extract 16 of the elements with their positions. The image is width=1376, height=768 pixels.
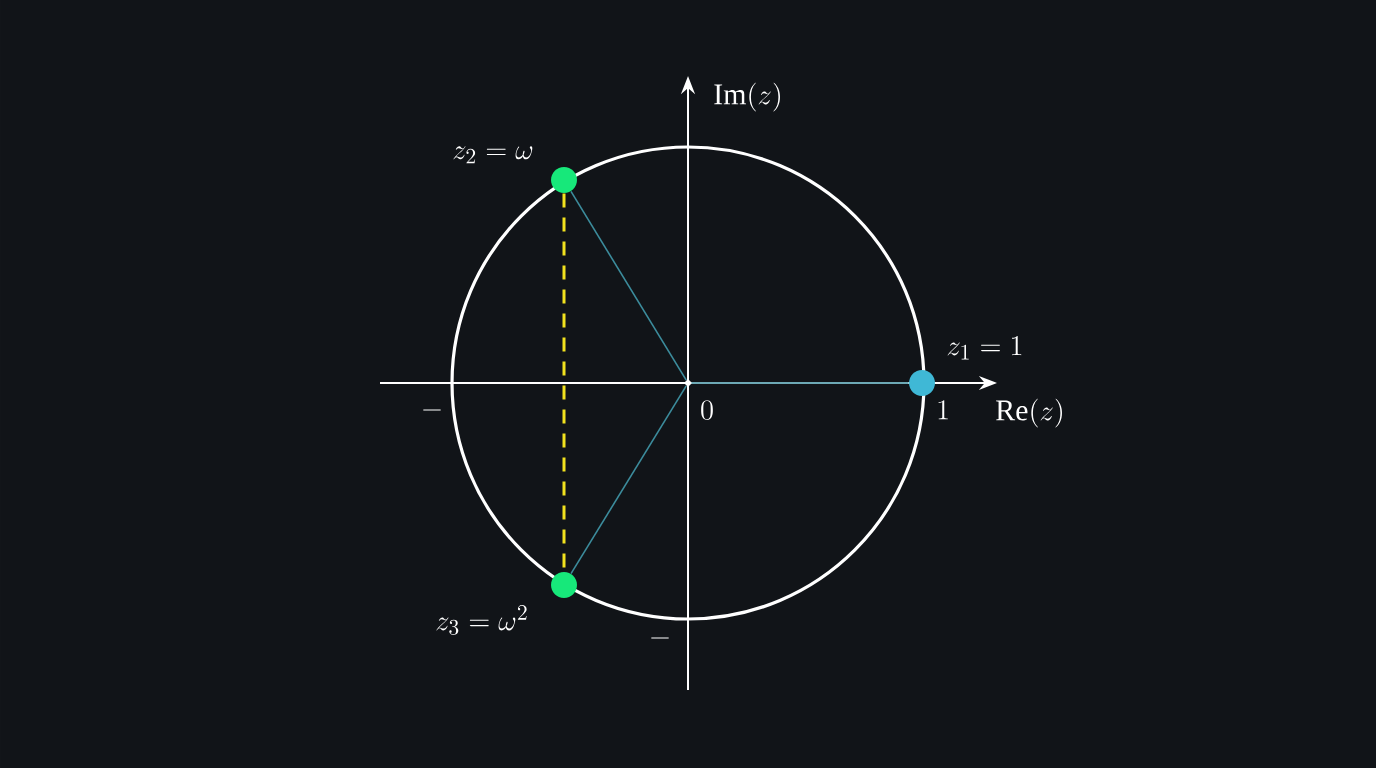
- connector-line: [570, 385, 688, 575]
- axis-label: $\mathrm{Re}(z)$: [996, 398, 1062, 428]
- connector-line: [570, 190, 688, 381]
- point-marker: [551, 572, 577, 598]
- point-label: $z_3 = \omega^2$: [436, 605, 527, 635]
- origin-point: [685, 380, 691, 386]
- axis-label: $\mathrm{Im}(z)$: [714, 82, 780, 112]
- connector-line: [690, 382, 910, 384]
- axis-label: $-$: [423, 409, 441, 411]
- point-marker: [551, 167, 577, 193]
- axis-label: $-$: [651, 637, 669, 639]
- point-label: $z_1 = 1$: [947, 336, 1022, 360]
- point-marker: [909, 370, 935, 396]
- point-label: $z_2 = \omega$: [453, 146, 533, 164]
- point-label: $0$: [701, 400, 713, 420]
- axis-label: $1$: [938, 400, 948, 420]
